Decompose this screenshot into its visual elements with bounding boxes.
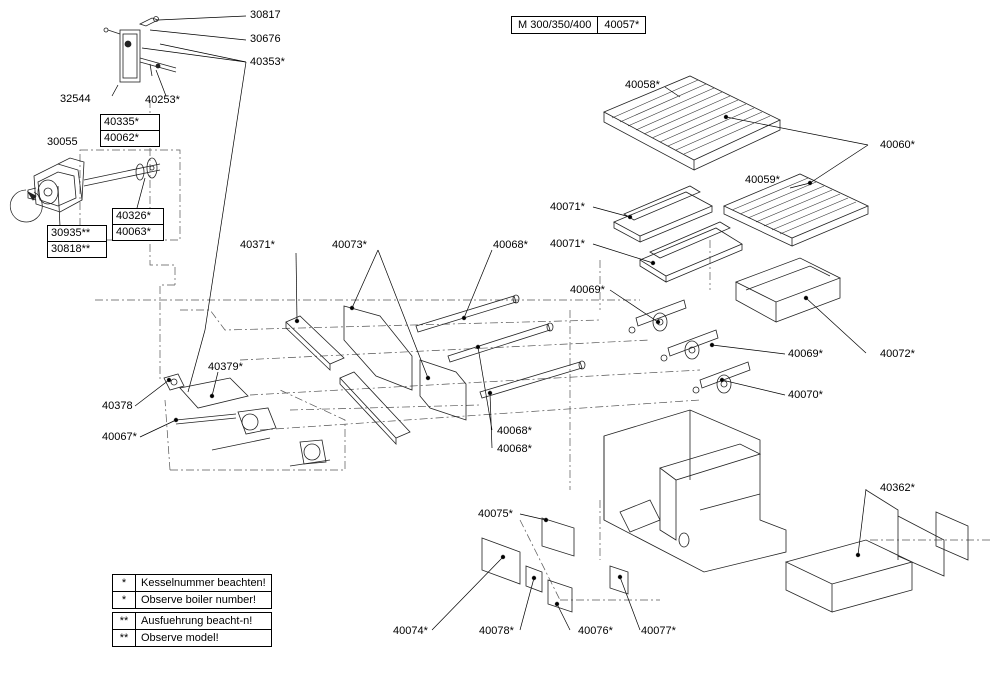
legend-symbol: * (112, 591, 136, 609)
model-part-number[interactable]: 40057* (597, 16, 647, 34)
part-label[interactable]: 40067* (102, 431, 137, 443)
bracket-assembly-icon (103, 16, 177, 83)
part-label[interactable]: 40060* (880, 139, 915, 151)
part-label[interactable]: 40059* (745, 174, 780, 186)
legend-symbol: ** (112, 612, 136, 630)
mechanism-40379-icon (173, 377, 331, 467)
bearing-40069-upper-icon (628, 299, 687, 334)
part-label[interactable]: 40362* (880, 482, 915, 494)
part-label[interactable]: 40379* (208, 361, 243, 373)
part-label[interactable]: 40068* (493, 239, 528, 251)
part-label[interactable]: 40335* (100, 114, 160, 131)
part-label[interactable]: 40063* (112, 224, 164, 241)
legend-text: Kesselnummer beachten! (135, 574, 272, 592)
side-wall-40073-left-icon (343, 305, 413, 391)
part-label[interactable]: 40058* (625, 79, 660, 91)
part-label[interactable]: 40075* (478, 508, 513, 520)
part-label[interactable]: 40072* (880, 348, 915, 360)
plate-40075-icon (541, 517, 575, 557)
frame-40071-lower-icon (639, 221, 743, 283)
main-housing-icon (603, 409, 787, 573)
shaft-40068-lower-icon (479, 360, 586, 399)
part-label[interactable]: 40378 (102, 400, 133, 412)
bearing-40069-lower-icon (660, 329, 719, 362)
frame-40071-upper-icon (613, 185, 713, 243)
plate-40074-icon (481, 537, 521, 585)
plate-40371-icon (285, 315, 345, 371)
bearing-40070-icon (692, 361, 751, 394)
part-label[interactable]: 40253* (145, 94, 180, 106)
part-label[interactable]: 40074* (393, 625, 428, 637)
part-label[interactable]: 30818** (47, 241, 107, 258)
legend-text: Observe model! (135, 629, 272, 647)
plate-lower-icon (339, 371, 411, 446)
part-label[interactable]: 40062* (100, 130, 160, 147)
legend-text: Observe boiler number! (135, 591, 272, 609)
plate-40076-icon (547, 579, 573, 613)
model-name: M 300/350/400 (510, 16, 599, 34)
top-grate-icon (603, 75, 781, 171)
part-label[interactable]: 40077* (641, 625, 676, 637)
shaft-40068-upper-icon (415, 294, 520, 333)
part-label[interactable]: 40070* (788, 389, 823, 401)
part-label[interactable]: 40078* (479, 625, 514, 637)
part-label[interactable]: 32544 (60, 93, 91, 105)
side-wall-40073-right-icon (419, 359, 467, 421)
part-label[interactable]: 40076* (578, 625, 613, 637)
fitting-40378-icon (163, 373, 185, 391)
part-label[interactable]: 30935** (47, 225, 107, 242)
legend-table: * Kesselnummer beachten! * Observe boile… (112, 574, 272, 647)
part-label[interactable]: 40068* (497, 425, 532, 437)
assembly-axes (79, 100, 990, 601)
part-label[interactable]: 40069* (788, 348, 823, 360)
model-table: M 300/350/400 40057* (510, 16, 647, 34)
part-label[interactable]: 40071* (550, 238, 585, 250)
grate-40059-icon (723, 173, 869, 247)
plate-40078-icon (525, 565, 543, 593)
part-label[interactable]: 40071* (550, 201, 585, 213)
part-label[interactable]: 30055 (47, 136, 78, 148)
bracket-40072-icon (735, 257, 841, 323)
part-label[interactable]: 40069* (570, 284, 605, 296)
part-label[interactable]: 30676 (250, 33, 281, 45)
legend-text: Ausfuehrung beacht-n! (135, 612, 272, 630)
motor-icon (9, 157, 161, 223)
leader-lines (57, 15, 869, 631)
part-label[interactable]: 40371* (240, 239, 275, 251)
part-label[interactable]: 40326* (112, 208, 164, 225)
part-label[interactable]: 40068* (497, 443, 532, 455)
part-label[interactable]: 30817 (250, 9, 281, 21)
legend-symbol: ** (112, 629, 136, 647)
shaft-40068-middle-icon (447, 322, 554, 363)
plate-40077-icon (609, 565, 629, 595)
legend-symbol: * (112, 574, 136, 592)
part-label[interactable]: 40073* (332, 239, 367, 251)
ash-tray-40362-icon (784, 489, 969, 613)
part-label[interactable]: 40353* (250, 56, 285, 68)
